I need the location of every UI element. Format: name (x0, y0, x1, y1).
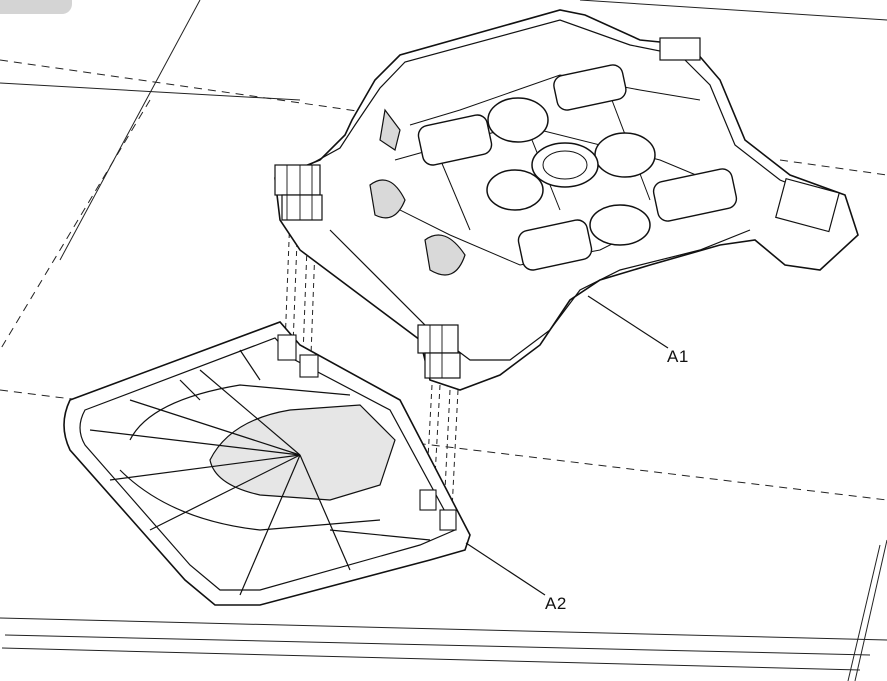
leader-lines (465, 295, 669, 596)
part-a1-housing (274, 9, 859, 391)
corner-tab (0, 0, 72, 14)
dashed-guides (0, 59, 887, 501)
label-a2: A2 (545, 594, 567, 613)
part-a2-tray (63, 321, 471, 606)
label-a1: A1 (667, 347, 689, 366)
